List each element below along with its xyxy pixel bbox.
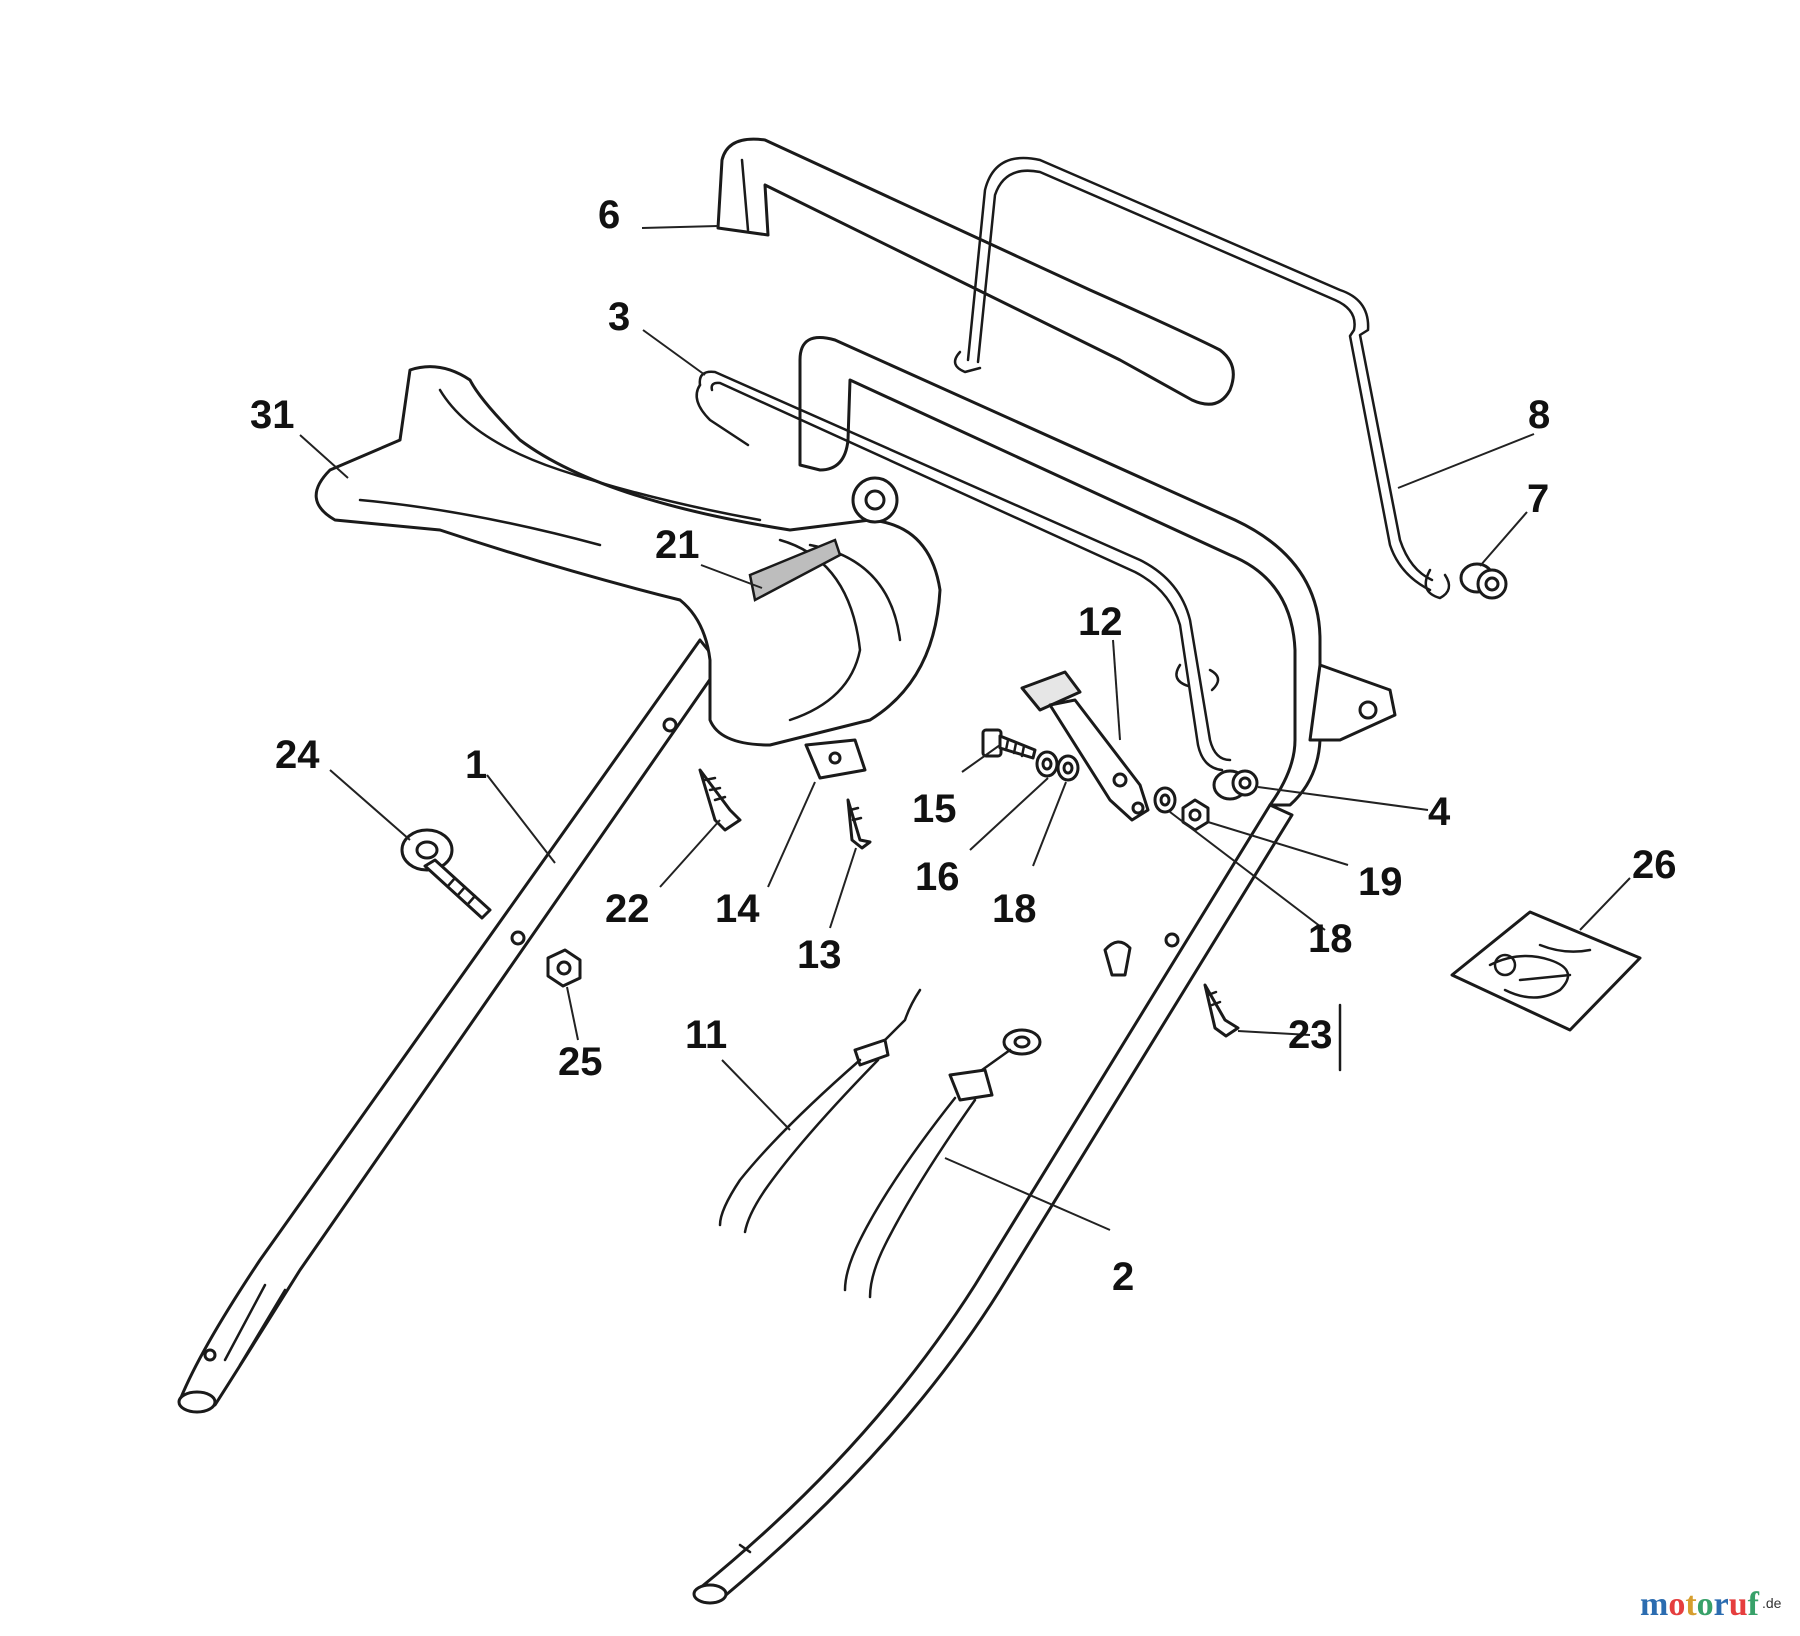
watermark-letter: u bbox=[1729, 1586, 1748, 1623]
callout-16: 16 bbox=[915, 855, 960, 899]
watermark-brand: motoruf bbox=[1640, 1586, 1760, 1623]
screw-23 bbox=[1203, 983, 1342, 1072]
washer-18b bbox=[1153, 786, 1177, 814]
watermark-letter: m bbox=[1640, 1586, 1668, 1623]
washer-16 bbox=[1035, 750, 1059, 778]
callout-13: 13 bbox=[797, 933, 842, 977]
callout-14: 14 bbox=[715, 887, 760, 931]
callout-3: 3 bbox=[608, 295, 630, 339]
mounting-bracket bbox=[1308, 663, 1397, 742]
watermark-letter: r bbox=[1714, 1586, 1729, 1623]
watermark-letter: o bbox=[1668, 1586, 1685, 1623]
lower-handle-right bbox=[692, 803, 1294, 1605]
callout-18-right: 18 bbox=[1308, 917, 1353, 961]
washer-18a bbox=[1056, 754, 1080, 782]
watermark-suffix: .de bbox=[1762, 1595, 1782, 1611]
nut-25 bbox=[546, 948, 582, 988]
callout-1: 1 bbox=[465, 743, 487, 787]
drive-bail-wire bbox=[953, 156, 1451, 600]
callout-8: 8 bbox=[1528, 393, 1550, 437]
callout-31: 31 bbox=[250, 393, 295, 437]
callout-24: 24 bbox=[275, 733, 320, 777]
callout-2: 2 bbox=[1112, 1255, 1134, 1299]
throttle-cable bbox=[718, 988, 922, 1234]
hardware-bag bbox=[1450, 910, 1642, 1032]
callout-11: 11 bbox=[685, 1013, 727, 1057]
callout-22: 22 bbox=[605, 887, 650, 931]
decal bbox=[748, 538, 842, 602]
callout-25: 25 bbox=[558, 1040, 603, 1084]
drive-cable bbox=[843, 1028, 1042, 1299]
callout-26: 26 bbox=[1632, 843, 1677, 887]
throttle-lever bbox=[1020, 670, 1150, 822]
callout-18-left: 18 bbox=[992, 887, 1037, 931]
callout-23: 23 bbox=[1288, 1013, 1333, 1057]
callout-15: 15 bbox=[912, 787, 957, 831]
callout-4: 4 bbox=[1428, 790, 1451, 834]
cable-clip bbox=[804, 738, 867, 780]
callout-19: 19 bbox=[1358, 860, 1403, 904]
callout-21: 21 bbox=[655, 523, 700, 567]
watermark-letter: f bbox=[1748, 1586, 1760, 1623]
watermark: motoruf .de bbox=[1640, 1586, 1782, 1623]
eye-bolt bbox=[400, 828, 492, 920]
leader-lines bbox=[299, 225, 1631, 1231]
bolt-15 bbox=[981, 728, 1037, 760]
screw-22 bbox=[698, 768, 742, 832]
callout-12: 12 bbox=[1078, 600, 1123, 644]
callouts: 6 3 31 8 7 21 12 24 1 4 15 16 18 19 18 2… bbox=[250, 193, 1677, 1299]
callout-7: 7 bbox=[1527, 477, 1549, 521]
bushing-7 bbox=[1459, 562, 1508, 600]
screw-13 bbox=[846, 798, 872, 850]
watermark-letter: o bbox=[1697, 1586, 1714, 1623]
console-cover bbox=[314, 365, 942, 747]
callout-6: 6 bbox=[598, 193, 620, 237]
bushing-4 bbox=[1212, 769, 1259, 801]
lower-handle-left bbox=[177, 638, 722, 1414]
cable-tie-clip bbox=[1103, 940, 1132, 977]
watermark-letter: t bbox=[1685, 1586, 1697, 1623]
